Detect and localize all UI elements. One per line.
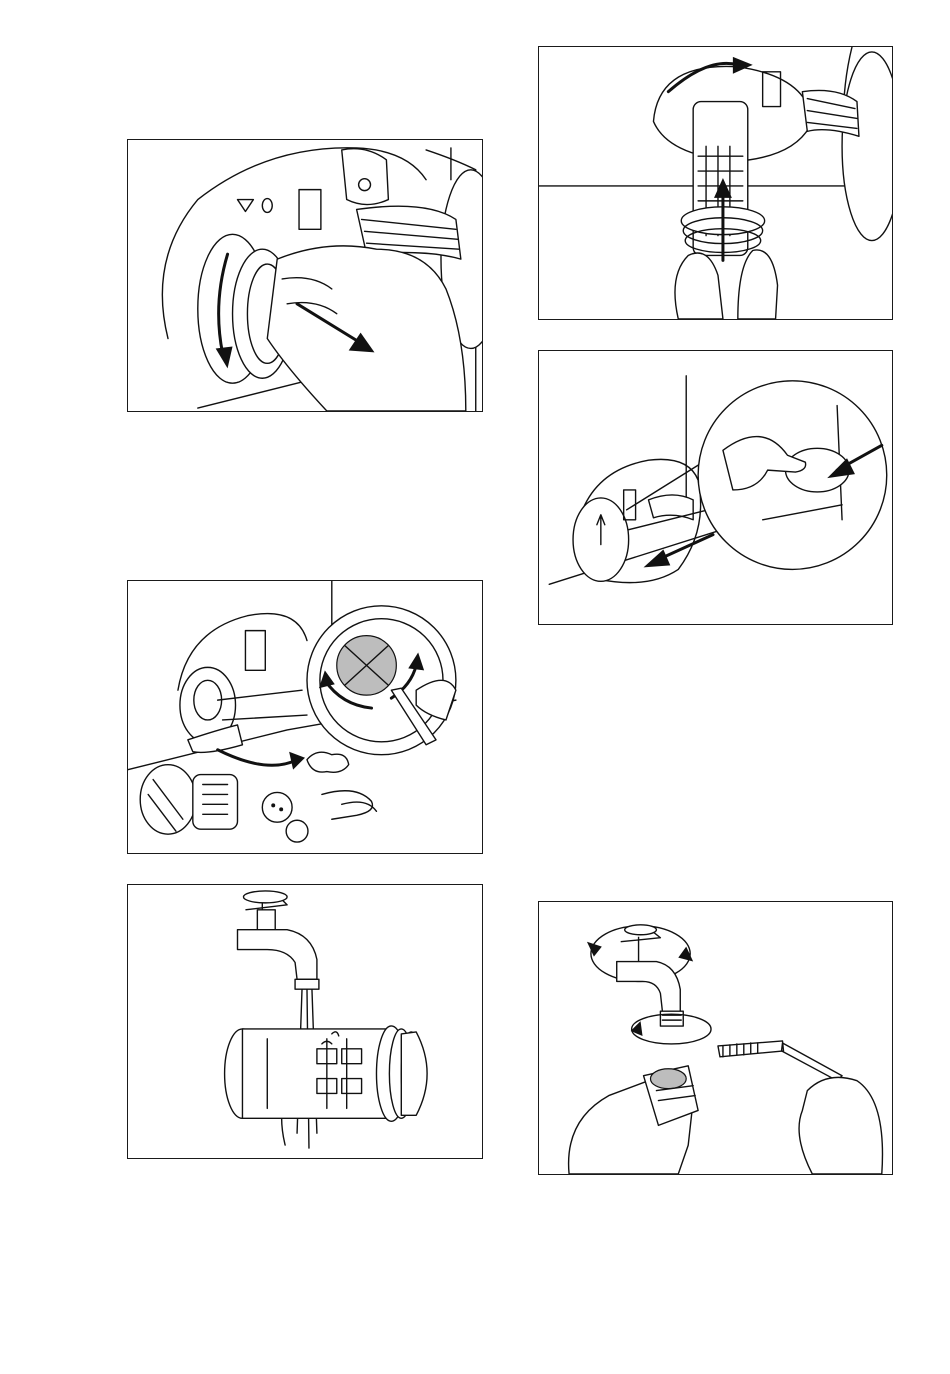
illustration-remove-filter bbox=[127, 139, 483, 412]
clean-tap-hose-illustration bbox=[539, 902, 892, 1174]
illustration-close-flap bbox=[538, 350, 893, 625]
refit-filter-illustration bbox=[539, 47, 892, 319]
illustration-rinse-filter bbox=[127, 884, 483, 1159]
remove-filter-illustration bbox=[128, 140, 482, 411]
pump-impeller-illustration bbox=[128, 581, 482, 853]
close-flap-illustration bbox=[539, 351, 892, 624]
illustration-clean-pump-impeller bbox=[127, 580, 483, 854]
illustration-refit-filter bbox=[538, 46, 893, 320]
illustration-clean-tap-hose bbox=[538, 901, 893, 1175]
rinse-filter-illustration bbox=[128, 885, 482, 1158]
